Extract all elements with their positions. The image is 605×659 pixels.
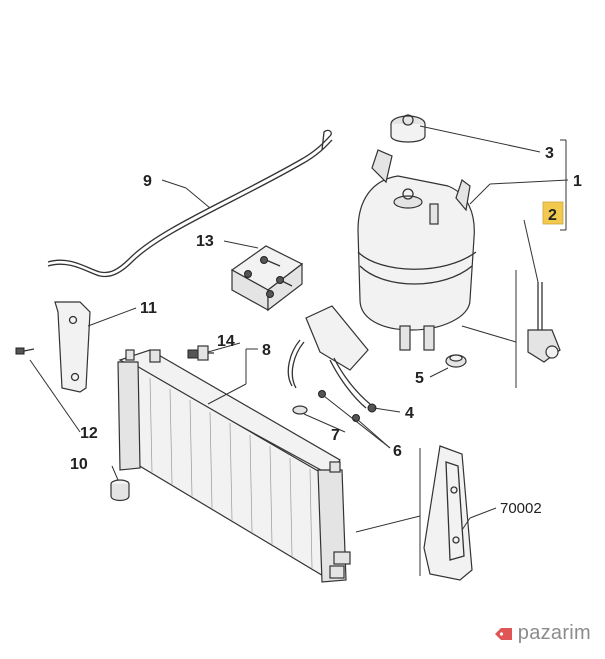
tag-icon (494, 627, 512, 640)
level-sensor-part-2 (527, 282, 561, 363)
callout-7: 7 (331, 427, 340, 444)
sensor-part-14 (187, 345, 214, 361)
highlight-box-part-2 (542, 201, 564, 225)
callout-8: 8 (262, 342, 271, 359)
callout-9: 9 (143, 173, 152, 190)
plate-part-11 (54, 301, 91, 393)
radiator-part-8 (117, 349, 351, 583)
bolt-part-12 (15, 347, 35, 355)
callout-12: 12 (80, 425, 98, 442)
expansion-tank-part-1 (357, 149, 477, 351)
callout-11: 11 (140, 300, 157, 317)
callout-70002: 70002 (500, 500, 542, 517)
bracket-assembly (287, 305, 377, 422)
callout-5: 5 (415, 370, 424, 387)
block-part-13 (230, 245, 304, 312)
callout-14: 14 (217, 333, 235, 350)
callout-1: 1 (573, 173, 582, 190)
callout-10: 10 (70, 456, 88, 473)
callout-6: 6 (393, 443, 402, 460)
watermark-text: pazarim (517, 622, 591, 644)
cap-part-3 (390, 114, 426, 143)
callout-4: 4 (405, 405, 414, 422)
callout-13: 13 (196, 233, 214, 250)
callout-3: 3 (545, 145, 554, 162)
plug-part-10 (110, 479, 130, 502)
watermark: pazarim (494, 622, 591, 645)
callout-labels: 1 2 3 4 5 6 7 8 9 10 11 12 13 14 70002 (70, 145, 582, 517)
reinforcement-part-70002 (423, 445, 473, 581)
callout-2: 2 (548, 207, 557, 224)
leader-lines (29, 125, 569, 576)
radiator-fins (149, 377, 313, 569)
rod-part-9 (47, 129, 333, 278)
grommet-part-5 (445, 354, 467, 368)
